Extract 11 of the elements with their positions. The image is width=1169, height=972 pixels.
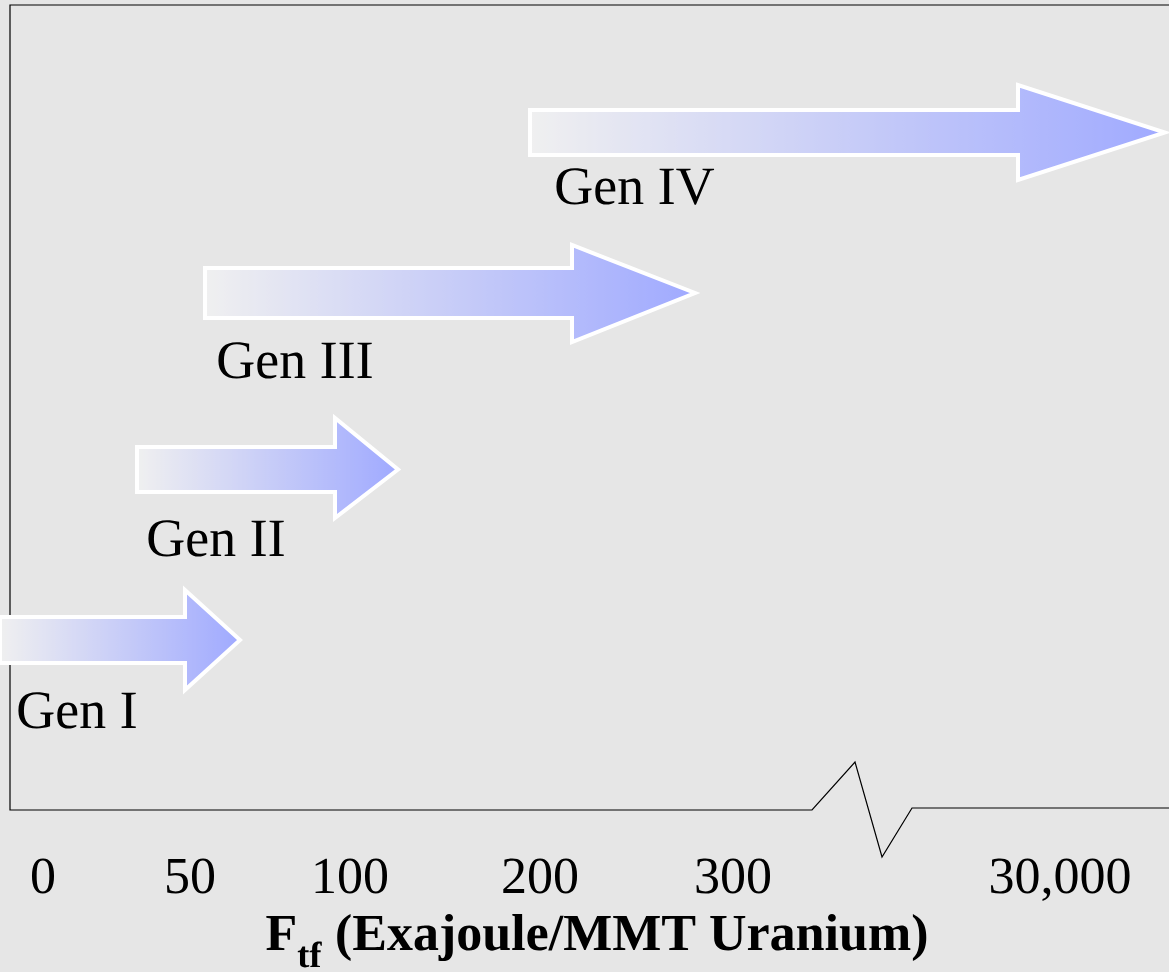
arrow-label: Gen IV — [556, 168, 715, 205]
tick-label: 200 — [503, 858, 578, 894]
tick-label: 300 — [696, 858, 771, 894]
tick-label: 30,000 — [991, 858, 1130, 901]
tick-label: 50 — [167, 858, 215, 894]
arrow-label: Gen I — [18, 692, 136, 729]
axis-title: F$_{tf}$ (Exajoule/MMT Uranium) — [266, 913, 927, 968]
arrow-label: Gen II — [148, 520, 284, 557]
tick-label: 0 — [32, 858, 55, 894]
arrow-label: Gen III — [218, 342, 372, 379]
tick-label: 100 — [315, 858, 388, 894]
